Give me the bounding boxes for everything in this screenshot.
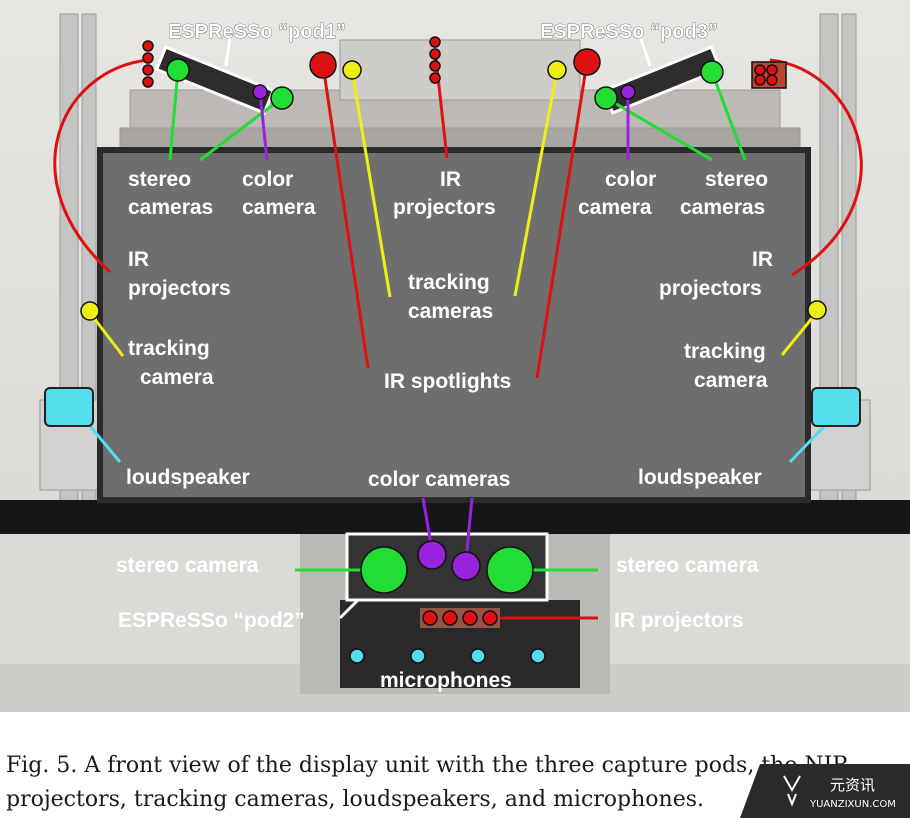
left-color-label-2: camera [242, 196, 316, 219]
table-top [0, 500, 910, 534]
left-stereo-label-2: cameras [128, 196, 213, 219]
tracking-center-label-2: cameras [408, 300, 493, 323]
labels: ESPReSSo “pod1” ESPReSSo “pod3” stereo c… [116, 21, 773, 692]
right-tracking-label-1: tracking [684, 340, 766, 363]
ir-spotlights-label: IR spotlights [384, 370, 511, 393]
right-color-label-1: color [605, 168, 656, 191]
left-color-label-1: color [242, 168, 293, 191]
left-tracking-label-1: tracking [128, 337, 210, 360]
bottom-ir-projectors-label: IR projectors [614, 609, 744, 632]
pod3-title: ESPReSSo “pod3” [540, 21, 718, 43]
center-ir-label-1: IR [440, 168, 461, 191]
watermark: 元资讯 YUANZIXUN.COM [740, 764, 910, 818]
color-cameras-label: color cameras [368, 468, 510, 491]
watermark-url: YUANZIXUN.COM [809, 799, 896, 810]
ir-projector-stack-center [429, 36, 441, 84]
caption-line-2: projectors, tracking cameras, loudspeake… [6, 787, 704, 812]
watermark-name: 元资讯 [830, 776, 875, 794]
ir-projector-stack-left [142, 40, 154, 88]
pod2-title: ESPReSSo “pod2” [118, 609, 305, 632]
leader-lines [53, 35, 863, 620]
left-ir-label-1: IR [128, 248, 149, 271]
right-stereo-camera-label: stereo camera [616, 554, 759, 577]
display-screen [97, 147, 811, 503]
tracking-center-label-1: tracking [408, 271, 490, 294]
microphones-label: microphones [380, 669, 512, 692]
left-loudspeaker-label: loudspeaker [126, 466, 250, 489]
left-tracking-label-2: camera [140, 366, 214, 389]
right-color-label-2: camera [578, 196, 652, 219]
left-stereo-camera-label: stereo camera [116, 554, 259, 577]
caption-line-1: Fig. 5. A front view of the display unit… [6, 753, 850, 778]
right-ir-label-1: IR [752, 248, 773, 271]
markers [44, 36, 861, 664]
right-ir-label-2: projectors [659, 277, 762, 300]
right-tracking-label-2: camera [694, 369, 768, 392]
watermark-logo-icon [783, 775, 801, 807]
ir-projector-stack-right [751, 61, 787, 89]
left-stereo-label-1: stereo [128, 168, 191, 191]
right-stereo-label-2: cameras [680, 196, 765, 219]
pod1-title: ESPReSSo “pod1” [168, 21, 346, 43]
left-ir-label-2: projectors [128, 277, 231, 300]
right-loudspeaker-label: loudspeaker [638, 466, 762, 489]
right-stereo-label-1: stereo [705, 168, 768, 191]
center-ir-label-2: projectors [393, 196, 496, 219]
